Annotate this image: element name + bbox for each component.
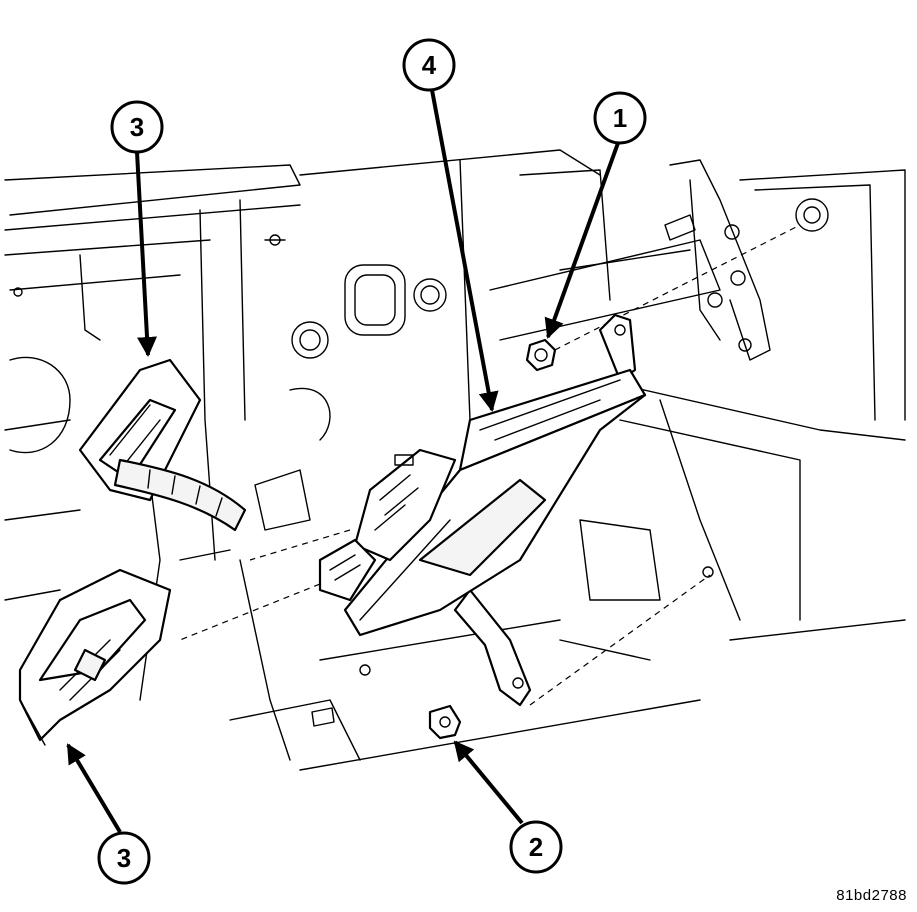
callout-2-label: 2: [529, 832, 543, 862]
vehicle-structure-background: [4, 149, 906, 771]
upper-wiring-connector: [78, 358, 247, 532]
callout-leaders: [66, 89, 620, 834]
callout-3-upper: 3: [110, 100, 164, 154]
callout-2: 2: [509, 820, 563, 874]
lower-wiring-connector: [18, 568, 172, 746]
callout-3-lower-label: 3: [117, 843, 131, 873]
callout-1: 1: [593, 91, 647, 145]
callout-4: 4: [402, 38, 456, 92]
callout-1-label: 1: [613, 103, 627, 133]
figure-reference-code: 81bd2788: [836, 887, 907, 904]
callout-3-upper-label: 3: [130, 112, 144, 142]
control-module: [318, 313, 647, 707]
callout-3-lower: 3: [97, 831, 151, 885]
callout-4-label: 4: [422, 50, 437, 80]
mounting-nut: [525, 338, 557, 372]
mounting-bolt: [428, 566, 714, 740]
